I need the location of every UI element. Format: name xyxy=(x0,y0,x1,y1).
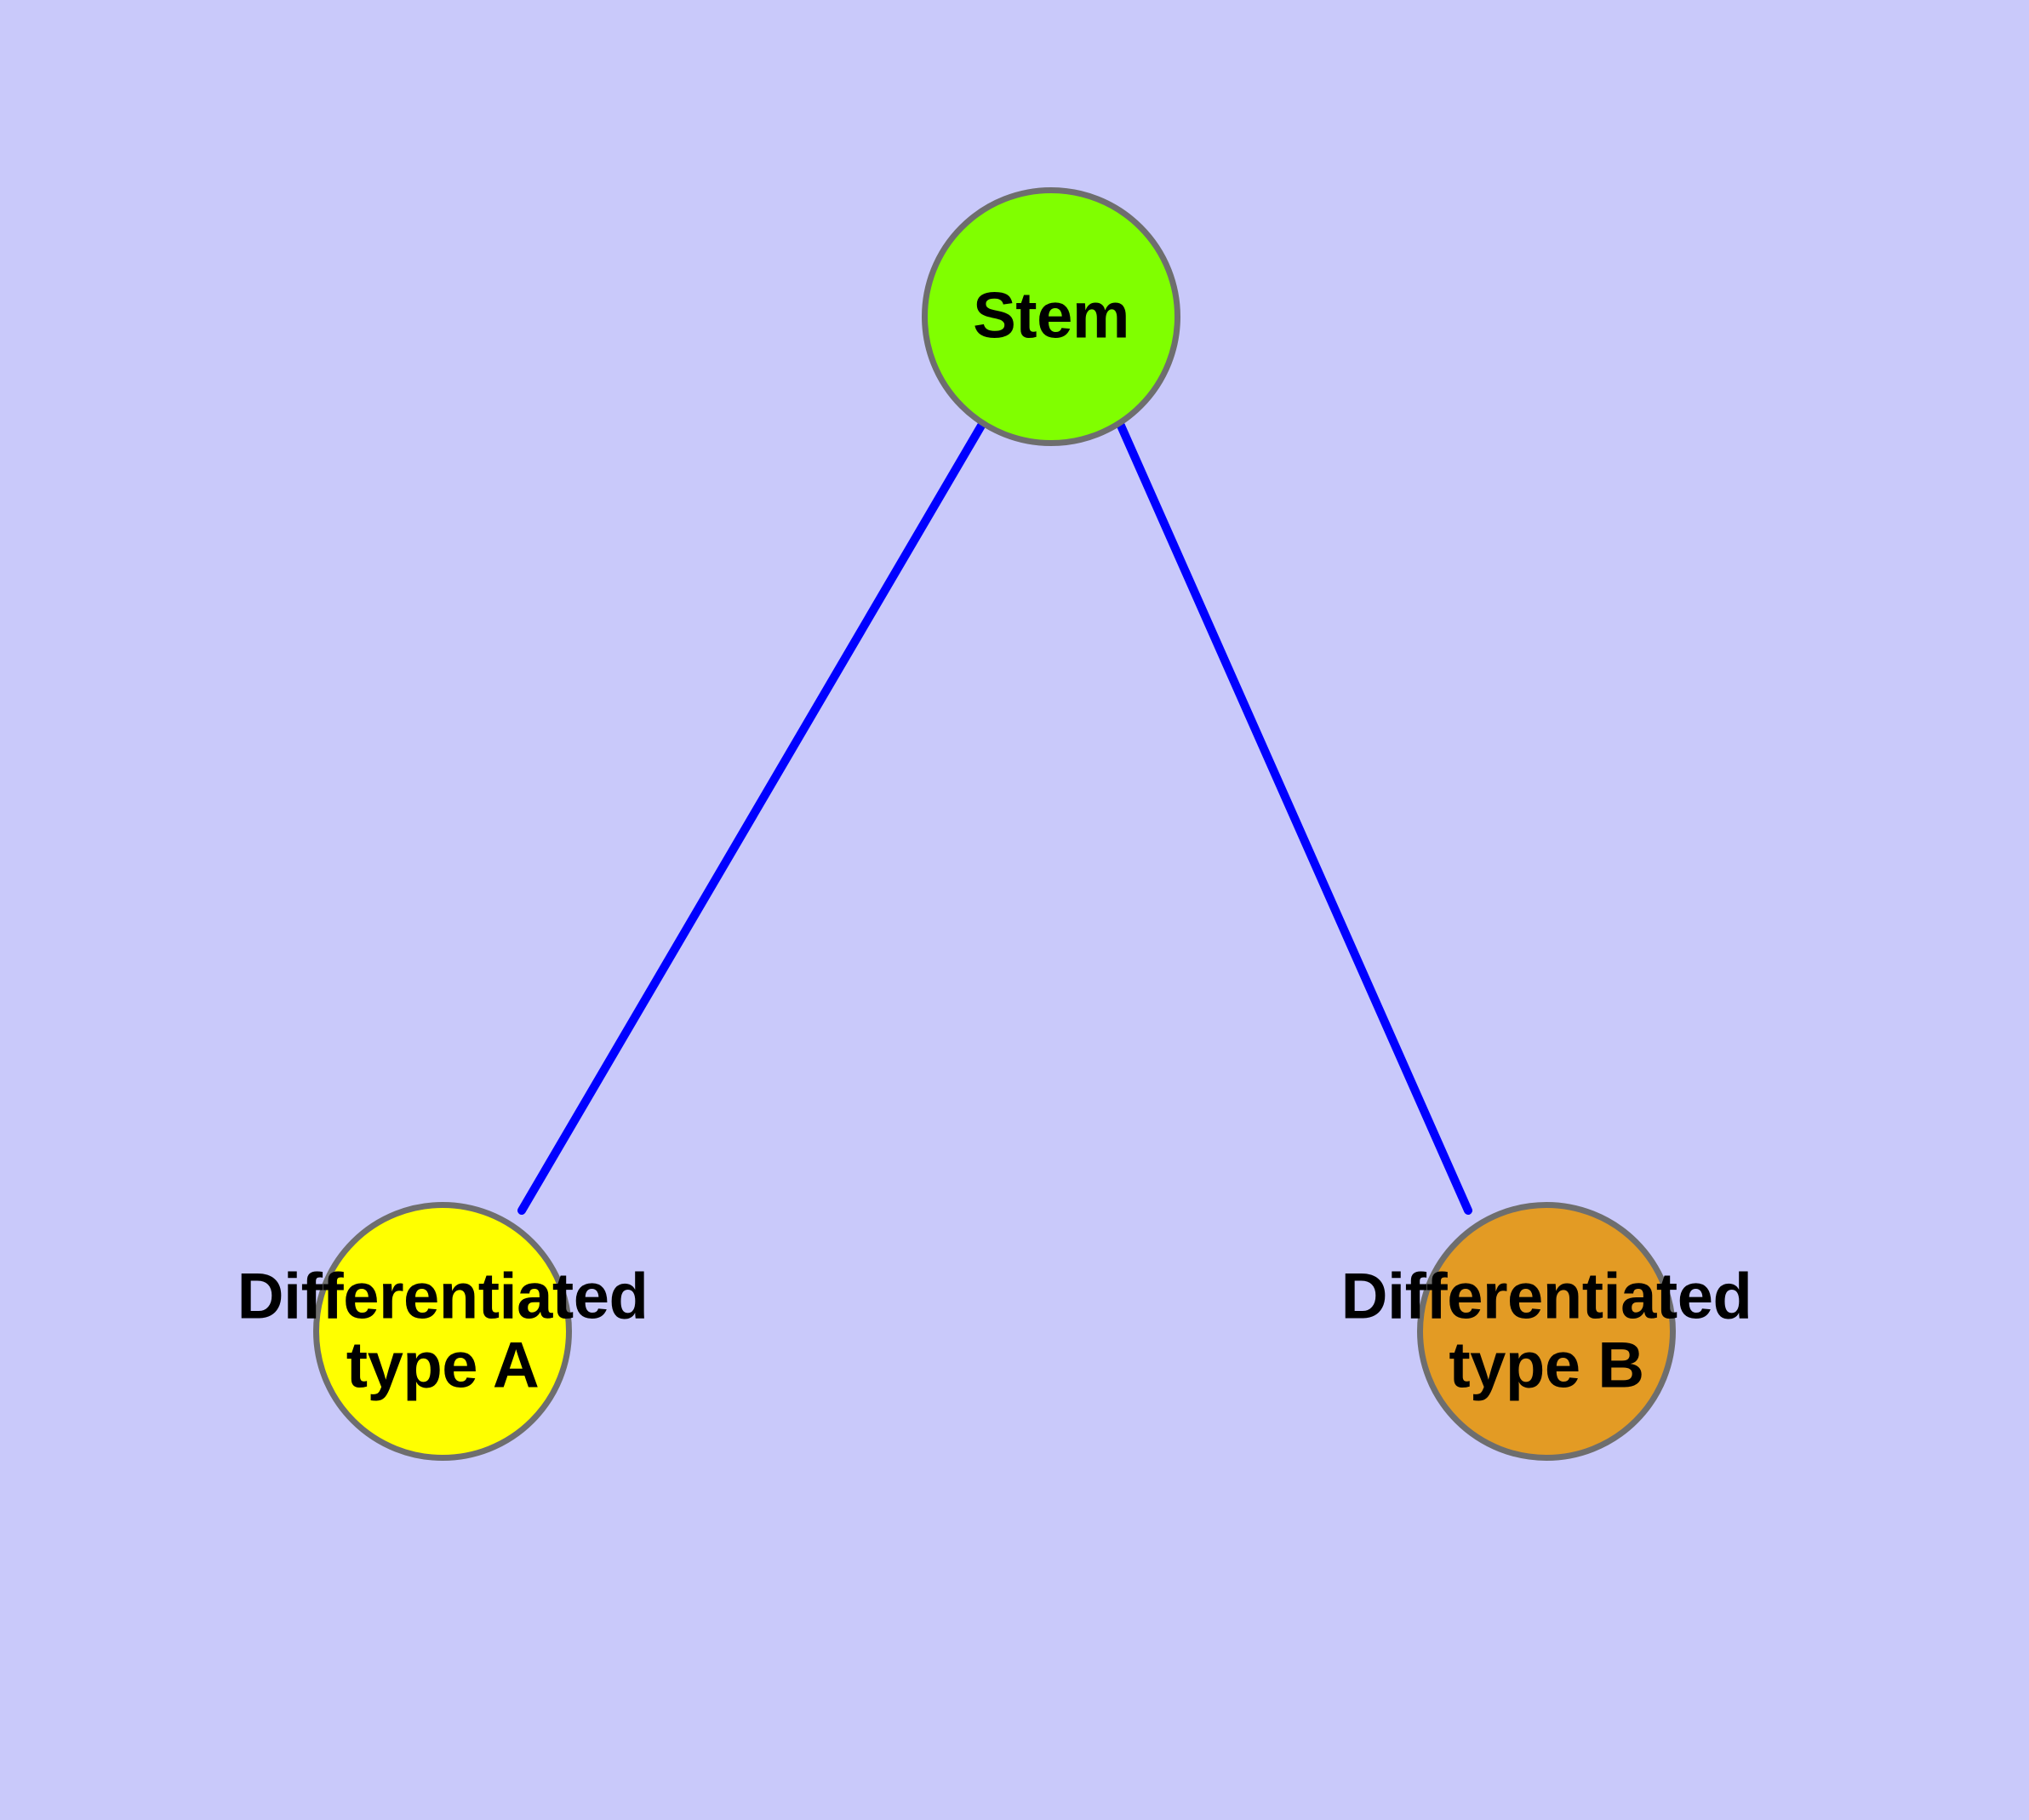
node-stem[interactable] xyxy=(922,187,1180,446)
edge-stem-to-differentiated-type-a xyxy=(517,421,986,1215)
edge-stem-to-differentiated-type-b xyxy=(1117,421,1472,1215)
node-differentiated-type-a[interactable] xyxy=(313,1202,572,1461)
node-differentiated-type-b[interactable] xyxy=(1417,1202,1676,1461)
